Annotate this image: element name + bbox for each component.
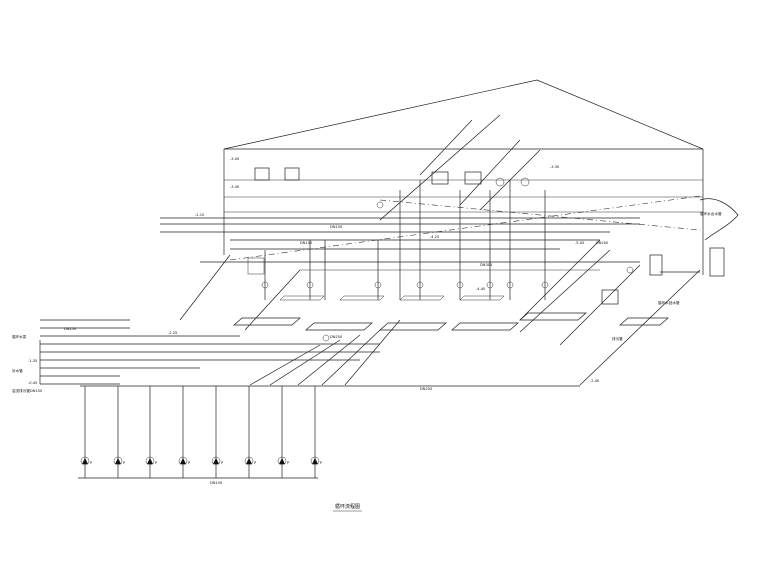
size-label: DN150	[210, 481, 223, 485]
pump-symbol	[244, 456, 254, 466]
size-label: DN300	[480, 263, 493, 267]
pump-symbol	[178, 456, 188, 466]
pump-drops	[84, 386, 316, 478]
elevation-label: -5.00	[575, 241, 585, 245]
pump-symbol	[145, 456, 155, 466]
drawing-title: 循环流程图	[335, 503, 360, 510]
text-labels: 循环流程图 DN150 DN250 DN200 DN300 DN150 DN10…	[12, 157, 722, 512]
elevation-label: -2.40	[590, 379, 600, 383]
valves	[261, 177, 634, 342]
elevation-label: -0.45	[28, 381, 37, 385]
elevation-label: -2.25	[168, 331, 177, 335]
elevation-label: -3.00	[230, 157, 240, 161]
size-label: DN150	[64, 327, 77, 331]
left-label: 补水管	[12, 368, 23, 373]
pump-label: P	[155, 461, 158, 465]
elevation-label: -2.10	[195, 213, 205, 217]
pump-symbol	[277, 456, 287, 466]
pump-label: P	[90, 461, 93, 465]
left-label: 循环水泵	[12, 334, 27, 339]
right-outlet	[660, 198, 739, 273]
size-label: DN250	[420, 387, 433, 391]
pump-label: P	[221, 461, 224, 465]
diagonal-pipes	[179, 114, 701, 386]
elevation-label: -3.30	[550, 165, 560, 169]
vertical-risers	[264, 180, 546, 300]
size-label: DN150	[330, 225, 343, 229]
pump-symbol	[113, 456, 123, 466]
size-label: DN200	[596, 241, 609, 245]
size-label: DN250	[330, 335, 343, 339]
pump-label: P	[123, 461, 126, 465]
size-label: DN150	[30, 389, 43, 393]
distribution-pipes	[39, 319, 580, 479]
dashed-center-lines	[229, 195, 701, 261]
pump-label: P	[254, 461, 257, 465]
pump-symbol	[80, 456, 90, 466]
pump-label: P	[320, 461, 323, 465]
pump-symbol	[211, 456, 221, 466]
pump-label: P	[287, 461, 290, 465]
pumps	[80, 456, 320, 466]
elevation-label: -3.40	[230, 185, 240, 189]
elevation-label: -1.35	[28, 359, 37, 363]
elevation-label: -4.40	[476, 287, 486, 291]
size-label: DN100	[300, 241, 313, 245]
right-label: 循环水回水管	[658, 300, 680, 305]
floor-slabs	[233, 295, 669, 331]
left-label: 溢流排污管	[12, 388, 30, 393]
pump-label: P	[188, 461, 191, 465]
pump-symbol	[310, 456, 320, 466]
building-outline	[223, 79, 704, 275]
equipment-boxes	[247, 167, 725, 305]
elevation-label: -4.25	[430, 235, 439, 239]
right-label: 循环水出水管	[700, 211, 722, 216]
right-label: 排污管	[612, 336, 623, 341]
